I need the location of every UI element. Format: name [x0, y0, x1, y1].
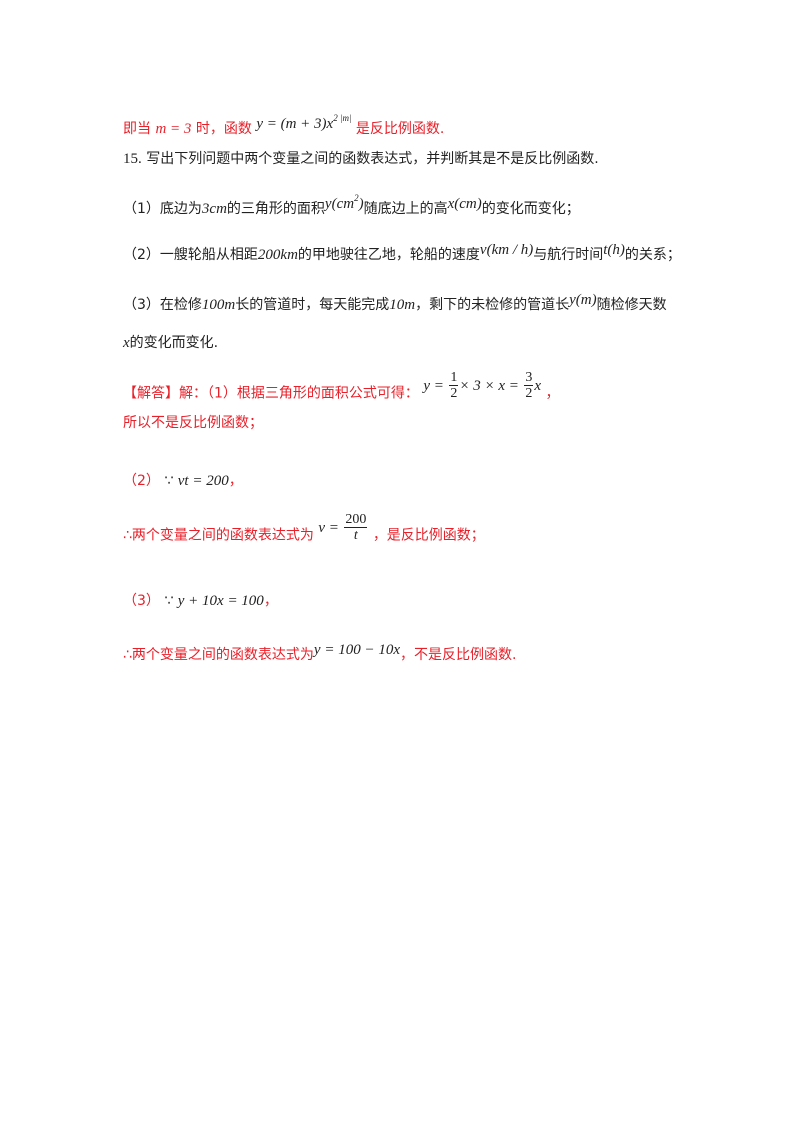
answer-1-eq-a: y = [423, 377, 444, 394]
intro-text-2: 时，函数 [195, 121, 252, 137]
answer-3-expression: y = 100 − 10x [313, 642, 400, 658]
item-1-text-2: 的三角形的面积 [226, 201, 325, 217]
question-number: 15. [123, 151, 142, 167]
question-item-3-continued: x的变化而变化. [123, 332, 218, 354]
intro-function: y = (m + 3)x2 |m| [256, 113, 352, 132]
answer-2-conclusion: ，是反比例函数； [372, 527, 485, 544]
answer-part-3: （3） ∵ y + 10x = 100， [123, 590, 278, 612]
answer-2-expr-a: v = [318, 519, 339, 536]
fraction-1-denominator: 2 [450, 386, 458, 401]
item-3-value-2: 10m [389, 297, 416, 313]
item-1-text-4: 的变化而变化； [481, 201, 580, 217]
item-1-value-2: y(cm2) [324, 193, 364, 212]
answer-tag: 【解答】 [123, 385, 179, 402]
because-symbol: ∵ [164, 593, 174, 609]
item-2-text-2: 的甲地驶往乙地，轮船的速度 [297, 247, 480, 263]
item-3-text-1: 在检修 [159, 297, 202, 313]
answer-2-tail: ， [228, 473, 243, 489]
answer-3-conclusion: ，不是反比例函数. [399, 647, 517, 663]
answer-1-conclusion: 所以不是反比例函数； [123, 415, 263, 431]
answer-part-2: （2） ∵ vt = 200， [123, 470, 243, 492]
answer-2-therefore: ∴两个变量之间的函数表达式为 [123, 527, 314, 544]
fraction-2-numerator: 3 [524, 370, 534, 386]
fraction-denominator: t [353, 528, 358, 543]
item-3-text-4: 随检修天数 [596, 297, 667, 313]
intro-text-1: 即当 [123, 121, 151, 137]
answer-3-because: ∵ y + 10x = 100 [164, 593, 263, 609]
answer-3-tail: ， [263, 593, 278, 609]
question-item-1: （1）底边为3cm的三角形的面积y(cm2)随底边上的高x(cm)的变化而变化； [123, 192, 580, 220]
item-2-text-4: 的关系； [624, 247, 681, 263]
question-stem: 写出下列问题中两个变量之间的函数表达式，并判断其是不是反比例函数. [146, 151, 599, 167]
answer-3-equation: y + 10x = 100 [177, 593, 264, 609]
answer-1-eq-b: × 3 × x = [459, 377, 519, 394]
question-stem-line: 15. 写出下列问题中两个变量之间的函数表达式，并判断其是不是反比例函数. [123, 148, 599, 170]
answer-1-eq-c: x [534, 377, 541, 394]
because-symbol: ∵ [164, 473, 174, 489]
intro-function-exponent: 2 |m| [333, 113, 352, 123]
item-1-value-2-main: y(cm [324, 196, 355, 212]
item-3-continued-text: 的变化而变化. [129, 335, 219, 351]
item-3-value-1: 100m [201, 297, 236, 313]
item-1-text-3: 随底边上的高 [363, 201, 448, 217]
answer-2-because: ∵ vt = 200 [164, 473, 228, 489]
item-2-label: （2） [123, 247, 160, 263]
item-3-text-3: ，剩下的未检修的管道长 [415, 297, 570, 313]
answer-1-lead: 解：（1）根据三角形的面积公式可得： [179, 385, 419, 402]
item-2-text-1: 一艘轮船从相距 [159, 247, 258, 263]
answer-part-1-conclusion: 所以不是反比例函数； [123, 412, 263, 434]
fraction-numerator: 200 [344, 512, 368, 528]
item-2-value-3: t(h) [603, 242, 625, 258]
intro-function-main: y = (m + 3)x [256, 116, 334, 132]
question-item-2: （2）一艘轮船从相距200km的甲地驶往乙地，轮船的速度v(km / h)与航行… [123, 242, 681, 266]
item-1-text-1: 底边为 [159, 201, 202, 217]
item-2-value-1: 200km [257, 247, 298, 263]
intro-text-3: 是反比例函数. [355, 121, 445, 137]
item-1-label: （1） [123, 201, 160, 217]
item-1-value-2-sup: 2 [354, 193, 359, 203]
item-2-value-2: v(km / h) [479, 242, 534, 258]
answer-2-label: （2） [123, 473, 160, 489]
fraction-1-numerator: 1 [449, 370, 459, 386]
item-3-label: （3） [123, 297, 160, 313]
item-1-value-1: 3cm [201, 201, 227, 217]
fraction-2-denominator: 2 [525, 386, 533, 401]
item-2-text-3: 与航行时间 [533, 247, 604, 263]
answer-3-label: （3） [123, 593, 160, 609]
answer-3-therefore: ∴两个变量之间的函数表达式为 [123, 647, 314, 663]
item-3-value-3: y(m) [569, 292, 597, 308]
item-1-value-2-end: ) [358, 196, 364, 212]
answer-2-equation: vt = 200 [177, 473, 229, 489]
intro-condition: m = 3 [155, 121, 192, 137]
answer-1-tail: ， [545, 385, 560, 402]
question-item-3: （3）在检修100m长的管道时，每天能完成10m，剩下的未检修的管道长y(m)随… [123, 292, 667, 316]
item-3-variable: x [123, 335, 130, 351]
intro-line: 即当 m = 3 时，函数 y = (m + 3)x2 |m| 是反比例函数. [123, 112, 444, 140]
item-1-value-3: x(cm) [447, 196, 482, 212]
item-3-text-2: 长的管道时，每天能完成 [235, 297, 390, 313]
answer-part-3-conclusion: ∴两个变量之间的函数表达式为y = 100 − 10x，不是反比例函数. [123, 642, 517, 666]
